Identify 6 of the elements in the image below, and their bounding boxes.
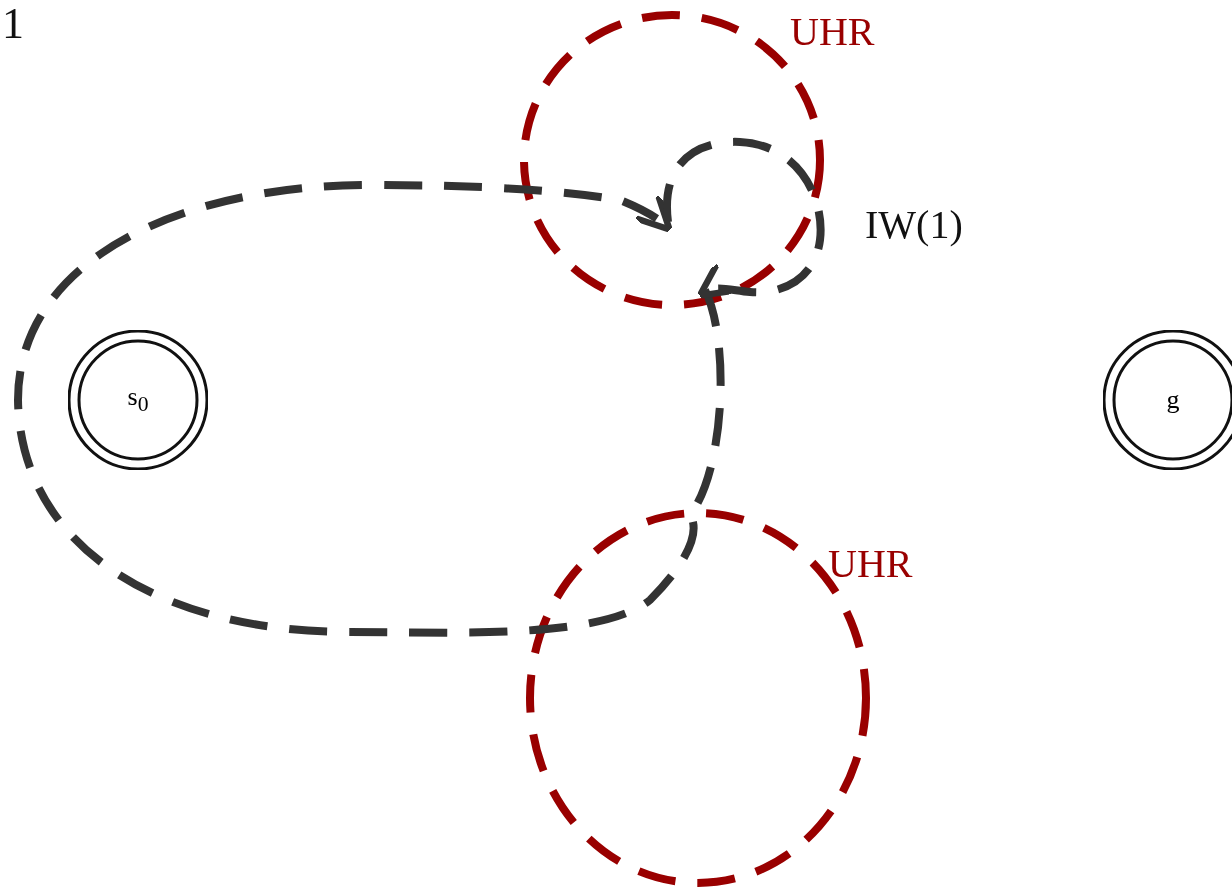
state-label: g [1166, 387, 1180, 413]
region-label: UHR [828, 544, 913, 584]
state-label: s$_{0}$ [127, 384, 149, 416]
panel-number: 1 [2, 2, 24, 46]
region-label: IW(1) [865, 205, 963, 245]
region-label: UHR [790, 12, 875, 52]
